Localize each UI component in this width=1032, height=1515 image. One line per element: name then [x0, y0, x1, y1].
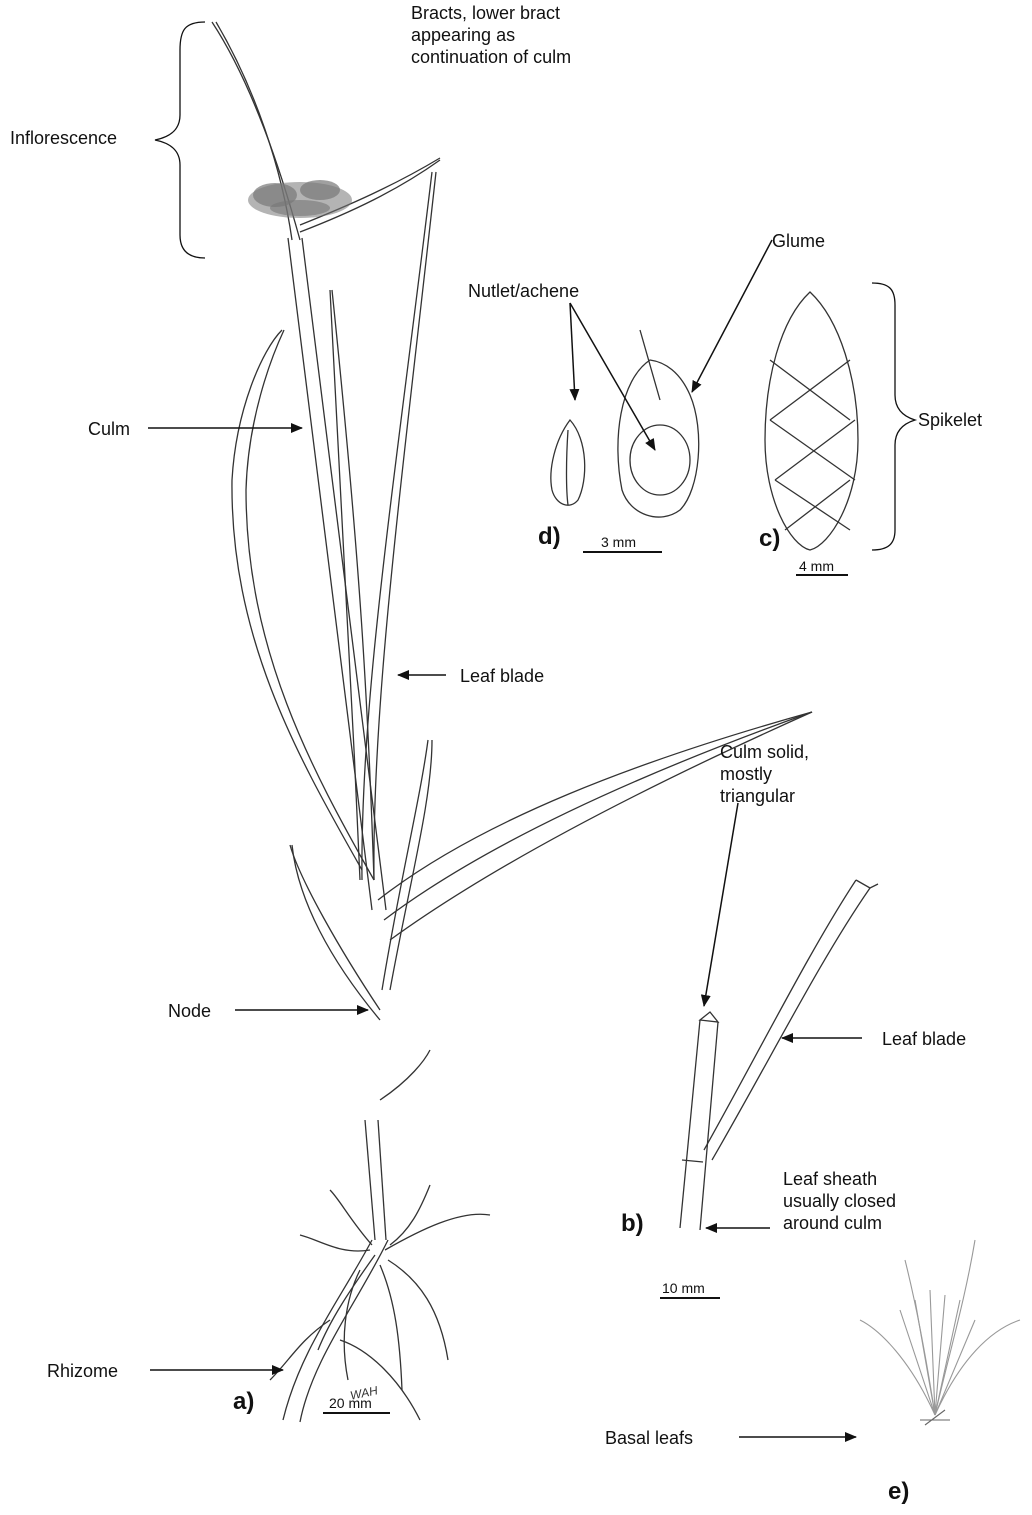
panel-label-b: b) — [621, 1210, 644, 1238]
basal-leafs-e — [860, 1240, 1020, 1425]
glume-arrow — [692, 240, 772, 392]
nutlet-arrow-left — [570, 303, 575, 400]
scale-label-b: 10 mm — [662, 1280, 705, 1296]
nutlet-arrow-right — [570, 303, 655, 450]
panel-label-e: e) — [888, 1478, 909, 1506]
plant-a-drawing — [212, 22, 812, 1422]
label-glume: Glume — [772, 230, 825, 252]
culm-solid-arrow — [704, 803, 738, 1006]
label-bracts: Bracts, lower bract appearing as continu… — [411, 2, 571, 68]
spikelet-bracket — [872, 283, 915, 550]
label-rhizome: Rhizome — [47, 1360, 118, 1382]
glume-d — [618, 330, 699, 517]
scale-label-a: 20 mm — [329, 1395, 372, 1411]
nutlet-d — [551, 420, 585, 505]
panel-label-d: d) — [538, 523, 561, 551]
label-spikelet: Spikelet — [918, 409, 982, 431]
label-culm-solid: Culm solid, mostly triangular — [720, 741, 809, 807]
label-basal-leafs: Basal leafs — [605, 1427, 693, 1449]
label-leaf-sheath: Leaf sheath usually closed around culm — [783, 1168, 896, 1234]
spikelet-c — [765, 292, 858, 550]
scale-label-d: 3 mm — [601, 534, 636, 550]
inflorescence-cluster — [248, 180, 352, 218]
label-culm: Culm — [88, 418, 130, 440]
panel-label-c: c) — [759, 525, 780, 553]
label-leaf-blade-a: Leaf blade — [460, 665, 544, 687]
inflorescence-bracket — [155, 22, 205, 258]
label-leaf-blade-b: Leaf blade — [882, 1028, 966, 1050]
label-node: Node — [168, 1000, 211, 1022]
label-inflorescence: Inflorescence — [10, 127, 117, 149]
label-nutlet: Nutlet/achene — [468, 280, 579, 302]
scale-label-c: 4 mm — [799, 558, 834, 574]
panel-label-a: a) — [233, 1388, 254, 1416]
